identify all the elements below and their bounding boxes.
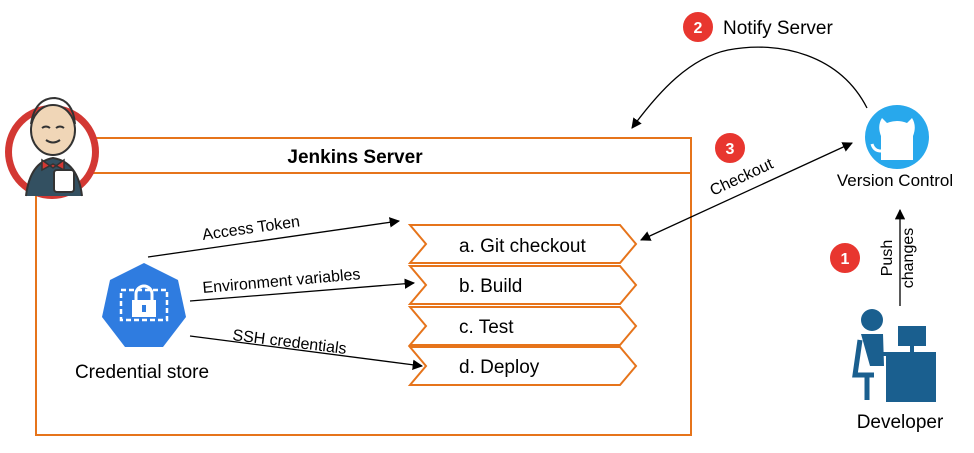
notify-arrow: [631, 46, 868, 129]
credential-store-icon: [102, 263, 186, 347]
credential-links: Access Token Environment variables SSH c…: [147, 213, 424, 370]
step-push-changes: Push changes 1: [828, 208, 917, 306]
developer-label: Developer: [857, 412, 944, 433]
stage-label: d. Deploy: [459, 357, 540, 378]
credential-store: Credential store: [75, 263, 209, 383]
step-number: 1: [841, 251, 850, 268]
push-label-line1: Push: [879, 240, 896, 276]
credential-store-label: Credential store: [75, 362, 209, 383]
developer: Developer: [852, 309, 944, 433]
version-control-label: Version Control: [837, 171, 953, 190]
checkout-arrow: [640, 142, 853, 241]
link-label-environment-variables: Environment variables: [202, 266, 361, 297]
step-badge-1: 1: [828, 241, 862, 275]
access-token-arrow: [147, 217, 401, 258]
stage-git-checkout: a. Git checkout: [407, 224, 638, 264]
github-icon: [865, 105, 929, 169]
notify-server-label: Notify Server: [723, 18, 833, 39]
step-number: 3: [726, 141, 735, 158]
step-badge-3: 3: [713, 131, 747, 165]
jenkins-logo-icon: [5, 96, 99, 199]
stage-deploy: d. Deploy: [407, 346, 638, 386]
stage-label: a. Git checkout: [459, 236, 586, 257]
link-label-ssh-credentials: SSH credentials: [232, 327, 348, 358]
developer-icon: [852, 309, 936, 402]
step-checkout: Checkout 3: [640, 131, 853, 241]
push-label-line2: changes: [900, 228, 917, 289]
jenkins-server-title: Jenkins Server: [287, 147, 423, 168]
stage-test: c. Test: [407, 306, 638, 346]
step-notify-server: 2 Notify Server: [631, 10, 868, 129]
link-label-access-token: Access Token: [201, 213, 301, 244]
stage-label: c. Test: [459, 317, 514, 338]
version-control: Version Control: [837, 105, 953, 190]
step-number: 2: [694, 20, 703, 37]
stage-build: b. Build: [407, 265, 638, 305]
pipeline-stages: a. Git checkout b. Build c. Test d. Depl…: [407, 224, 638, 386]
push-label: Push changes: [879, 228, 917, 289]
ssh-credentials-arrow: [189, 335, 424, 370]
environment-variables-arrow: [189, 278, 416, 302]
step-badge-2: 2: [681, 10, 715, 44]
jenkins-server-box: Jenkins Server: [35, 137, 692, 436]
stage-label: b. Build: [459, 276, 522, 297]
